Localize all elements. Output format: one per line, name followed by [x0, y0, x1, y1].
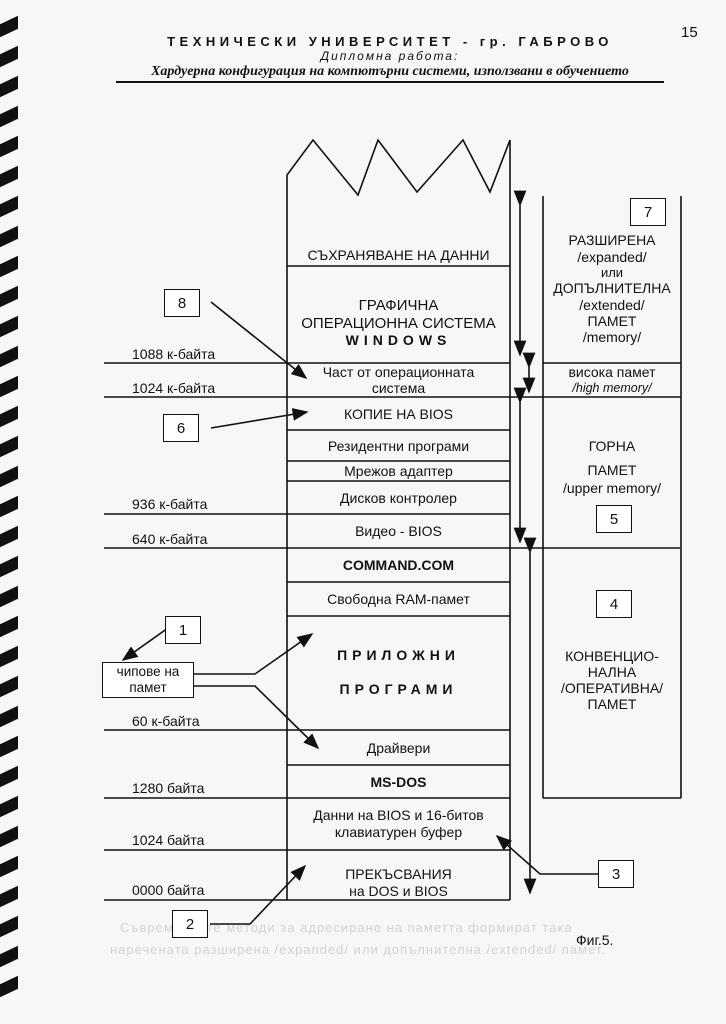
region-upper-line2: ПАМЕТ [587, 462, 637, 478]
block-bios-copy: КОПИЕ НА BIOS [343, 405, 454, 422]
region-upper-line1: ГОРНА [588, 438, 636, 454]
region-high-line2: /high memory/ [572, 381, 652, 395]
address-0000: 0000 байта [132, 882, 205, 898]
block-os-part-line2: система [371, 380, 426, 396]
block-windows-line2: ОПЕРАЦИОННА СИСТЕМА [301, 315, 496, 332]
region-extended-line7: /memory/ [582, 329, 642, 345]
region-extended-line4: ДОПЪЛНИТЕЛНА [553, 280, 671, 296]
block-drivers: Драйвери [366, 739, 431, 756]
address-936k: 936 к-байта [132, 496, 208, 512]
block-ms-dos: MS-DOS [370, 773, 427, 790]
callout-7: 7 [630, 198, 666, 226]
block-network-adapter: Мрежов адаптер [344, 463, 453, 479]
thesis-subtitle: Дипломна работа: [320, 49, 460, 63]
address-1024k: 1024 к-байта [132, 380, 216, 396]
callout-5: 5 [596, 505, 632, 533]
block-command-com: COMMAND.COM [342, 557, 455, 573]
callout-3: 3 [598, 860, 634, 888]
thesis-title: Хардуерна конфигурация на компютърни сис… [151, 64, 629, 79]
figure-caption: Фиг.5. [576, 932, 614, 948]
block-resident-programs: Резидентни програми [327, 437, 470, 454]
block-data-storage: СЪХРАНЯВАНЕ НА ДАННИ [307, 247, 490, 263]
region-extended-line5: /extended/ [579, 297, 645, 313]
block-free-ram: Свободна RAM-памет [327, 591, 470, 607]
bleed-through-text: наречената разширена /expanded/ или допъ… [110, 942, 607, 957]
block-interrupts-line2: на DOS и BIOS [349, 882, 448, 899]
callout-8: 8 [164, 289, 200, 317]
region-upper-line3: /upper memory/ [562, 480, 662, 496]
block-interrupts-line1: ПРЕКЪСВАНИЯ [345, 865, 452, 882]
memory-chips-label: чипове на памет [102, 662, 194, 698]
block-bios-data-line2: клавиатурен буфер [334, 823, 463, 840]
callout-1: 1 [165, 616, 201, 644]
block-apps-line2: ПРОГРАМИ [339, 681, 458, 697]
region-conventional-line2: НАЛНА [587, 664, 637, 680]
block-bios-data-line1: Данни на BIOS и 16-битов [313, 806, 484, 823]
region-extended-line2: /expanded/ [577, 249, 647, 265]
callout-4: 4 [596, 590, 632, 618]
region-conventional-line1: КОНВЕНЦИО- [565, 648, 659, 664]
block-apps-line1: ПРИЛОЖНИ [337, 647, 460, 663]
memory-chips-line2: памет [129, 680, 167, 695]
memory-chips-line1: чипове на [116, 664, 180, 679]
address-1280: 1280 байта [132, 780, 205, 796]
block-windows-line1: ГРАФИЧНА [358, 297, 439, 314]
region-extended-line3: или [600, 265, 624, 280]
header-rule [116, 81, 664, 83]
region-conventional-line4: ПАМЕТ [587, 696, 637, 712]
address-640k: 640 к-байта [132, 531, 208, 547]
region-high-line1: висока памет [568, 364, 656, 380]
block-video-bios: Видео - BIOS [355, 523, 442, 539]
university-header: ТЕХНИЧЕСКИ УНИВЕРСИТЕТ - гр. ГАБРОВО [167, 34, 613, 49]
page-number: 15 [681, 24, 698, 41]
address-60k: 60 к-байта [132, 713, 200, 729]
block-disk-controller: Дисков контролер [340, 489, 457, 506]
block-os-part-line1: Част от операционната [322, 364, 475, 380]
block-windows-line3: WINDOWS [345, 332, 452, 348]
address-1024: 1024 байта [132, 832, 205, 848]
region-extended-line6: ПАМЕТ [587, 313, 637, 329]
callout-2: 2 [172, 910, 208, 938]
region-extended-line1: РАЗШИРЕНА [568, 232, 656, 248]
address-1088k: 1088 к-байта [132, 346, 216, 362]
callout-6: 6 [163, 414, 199, 442]
region-conventional-line3: /ОПЕРАТИВНА/ [560, 680, 664, 696]
